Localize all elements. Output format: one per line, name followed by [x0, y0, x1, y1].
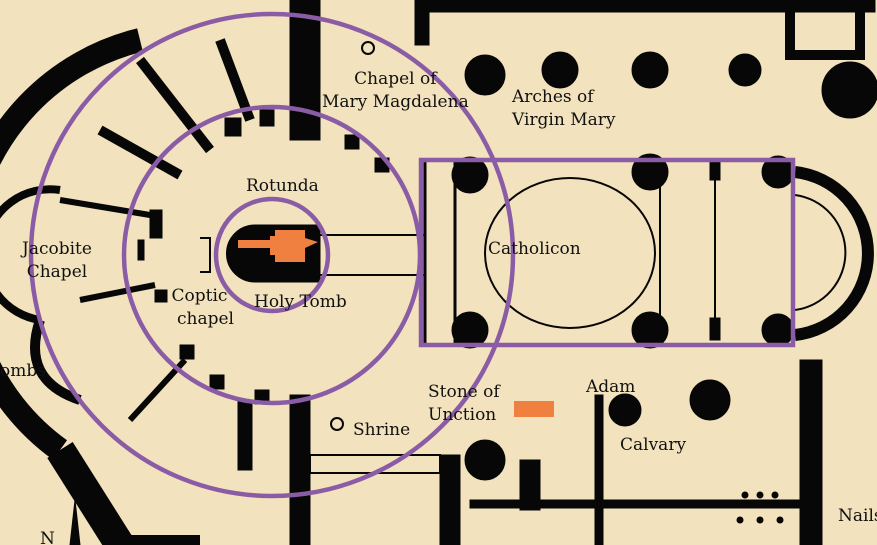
label-nails: Nails [838, 506, 877, 526]
label-line: Mary Magdalena [322, 92, 469, 112]
label-line: chapel [177, 309, 234, 329]
outer-ring [28, 11, 516, 499]
label-jacobite-chapel: Jacobite Chapel [22, 238, 92, 284]
label-line: Chapel of [354, 69, 437, 89]
label-coptic-chapel: Coptic chapel [165, 285, 234, 331]
label-line: Chapel [26, 262, 88, 282]
inner-ring [213, 196, 331, 314]
stone-of-unction-site [514, 401, 554, 417]
label-calvary: Calvary [620, 435, 687, 455]
label-line: Virgin Mary [512, 110, 616, 130]
label-tombs: ombs [0, 361, 46, 381]
north-indicator: N [40, 529, 55, 545]
label-line: Unction [428, 405, 497, 425]
label-stone-of-unction: Stone of Unction [428, 381, 500, 427]
label-line: Jacobite [22, 239, 92, 259]
label-line: Coptic [171, 286, 228, 306]
holy-tomb-site [238, 230, 318, 262]
label-adam: Adam [586, 377, 636, 397]
label-chapel-of-mary-magdalena: Chapel of Mary Magdalena [322, 68, 469, 114]
rotunda-outer-wall [0, 28, 143, 460]
catholicon-rectangle [418, 157, 796, 348]
highlight-rings [28, 11, 796, 499]
label-holy-tomb: Holy Tomb [254, 292, 347, 312]
label-line: Stone of [428, 382, 500, 402]
label-arches-of-virgin-mary: Arches of Virgin Mary [512, 86, 616, 132]
label-line: Arches of [512, 87, 594, 107]
holy-sites [238, 230, 554, 417]
label-shrine: Shrine [353, 420, 411, 440]
label-catholicon: Catholicon [488, 239, 581, 259]
label-rotunda: Rotunda [246, 176, 319, 196]
